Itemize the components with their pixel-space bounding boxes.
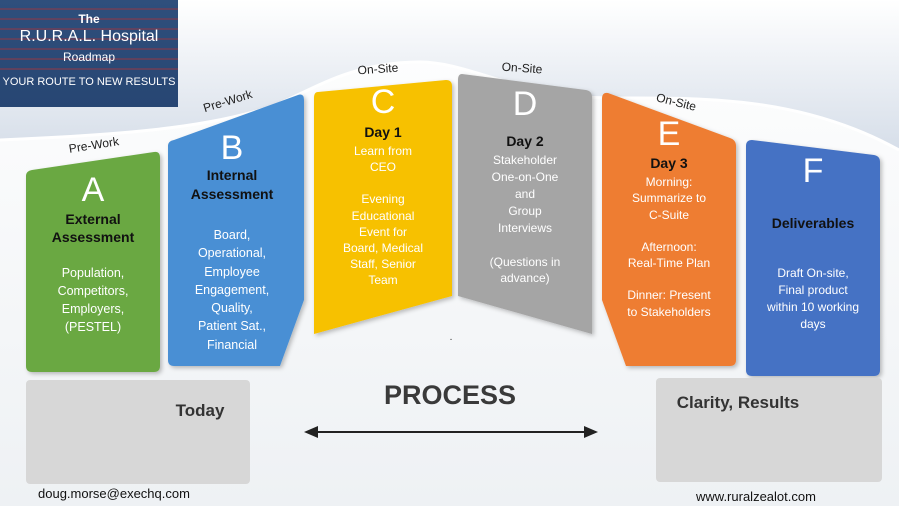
footer-email[interactable]: doug.morse@exechq.com [38, 486, 190, 501]
card-c [314, 80, 452, 334]
results-box [656, 378, 882, 482]
title-f: Deliverables [771, 215, 855, 231]
body-f: Draft On-site, Final product within 10 w… [766, 266, 860, 331]
letter-f: F [802, 152, 824, 190]
letter-b: B [220, 129, 244, 167]
title-c: Day 1 [364, 124, 402, 140]
letter-c: C [370, 83, 396, 121]
card-d [458, 74, 592, 334]
card-b [168, 94, 304, 367]
badge-tagline: YOUR ROUTE TO NEW RESULTS [2, 76, 176, 88]
footer-website[interactable]: www.ruralzealot.com [696, 489, 816, 504]
title-a: External Assessment [51, 211, 135, 245]
letter-a: A [81, 171, 105, 209]
body-b: Board, Operational, Employee Engagement,… [194, 228, 270, 352]
card-f [746, 140, 880, 376]
body-a: Population, Competitors, Employers, (PES… [57, 266, 129, 334]
process-arrow [304, 426, 598, 438]
badge-title: R.U.R.A.L. Hospital [19, 28, 159, 45]
body-d: Stakeholder One-on-One and Group Intervi… [489, 153, 561, 286]
title-e: Day 3 [650, 155, 688, 171]
badge-line-1: The [78, 12, 100, 26]
process-label: PROCESS [383, 380, 517, 410]
badge-line-3: Roadmap [62, 50, 116, 64]
body-c: Learn from CEO Evening Educational Event… [342, 144, 424, 288]
results-label: Clarity, Results [676, 393, 800, 412]
letter-d: D [512, 85, 538, 123]
today-box [26, 380, 250, 484]
card-e [602, 92, 736, 366]
today-label: Today [175, 401, 225, 420]
title-d: Day 2 [506, 133, 544, 149]
roadmap-title-badge: The R.U.R.A.L. Hospital Roadmap YOUR ROU… [0, 0, 178, 107]
letter-e: E [657, 115, 681, 153]
stray-dot: . [449, 332, 453, 343]
body-e: Morning: Summarize to C-Suite Afternoon:… [627, 175, 711, 319]
card-a [26, 151, 160, 372]
title-b: Internal Assessment [190, 167, 274, 202]
